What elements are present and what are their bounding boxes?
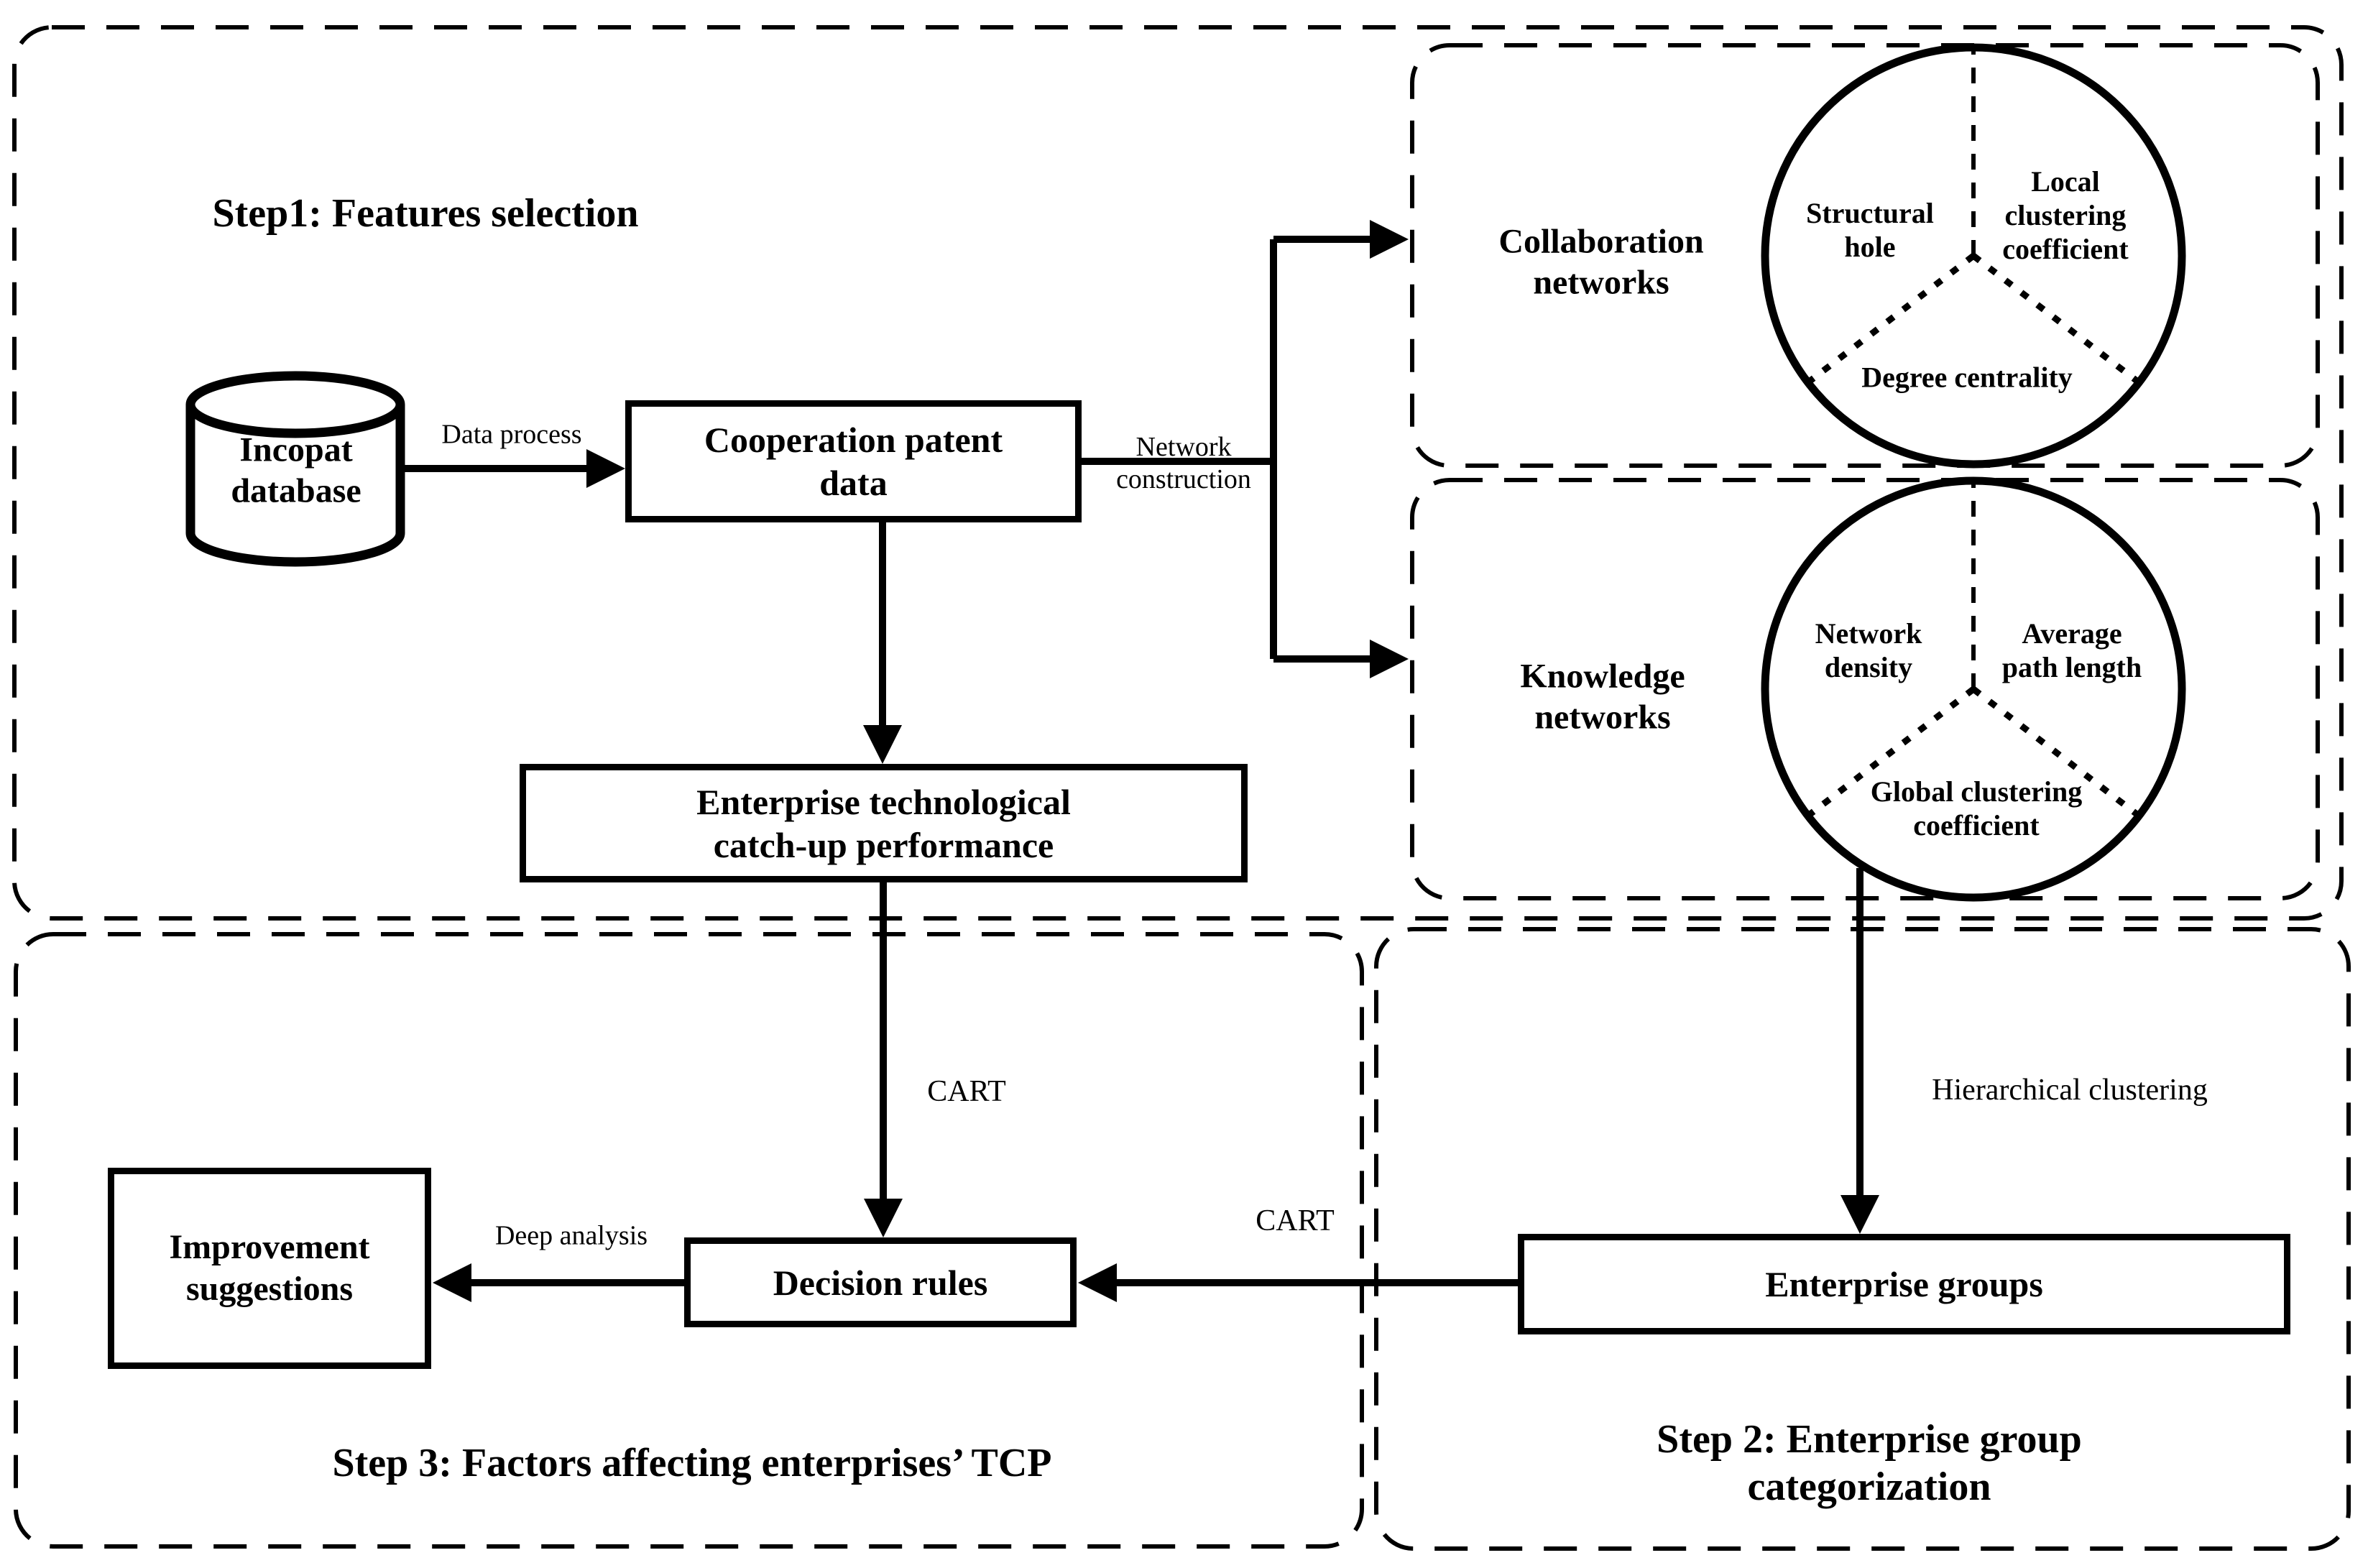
improvement-suggestions-text: Improvement suggestions: [169, 1228, 370, 1308]
cart-vertical-label: CART: [927, 1075, 1006, 1109]
catchup-performance-text: Enterprise technological catch-up perfor…: [696, 781, 1071, 865]
step3-title: Step 3: Factors affecting enterprises’ T…: [332, 1440, 1052, 1485]
decision-rules-box: Decision rules: [684, 1237, 1077, 1327]
arrow-groups-to-decision: [1078, 1263, 1518, 1302]
step1-region-outline: [12, 25, 2344, 921]
data-process-label: Data process: [441, 419, 582, 450]
arrowhead-to-collaboration: [1370, 220, 1409, 259]
arrow-knowledge-to-groups: [1841, 868, 1879, 1234]
improvement-suggestions-box: Improvement suggestions: [108, 1168, 431, 1369]
catchup-performance-box: Enterprise technological catch-up perfor…: [520, 764, 1248, 882]
step2-title: Step 2: Enterprise group categorization: [1657, 1416, 2082, 1509]
average-path-length-label: Average path length: [2001, 617, 2142, 683]
arrow-cooperation-to-catchup: [863, 522, 902, 764]
collaboration-divider-left: [1806, 253, 1976, 385]
database-label: Incopat database: [231, 430, 361, 509]
cooperation-patent-data-box: Cooperation patent data: [625, 400, 1082, 522]
collaboration-networks-label: Collaboration networks: [1498, 222, 1704, 301]
knowledge-region-outline: [1410, 478, 2320, 900]
network-density-label: Network density: [1815, 617, 1922, 683]
knowledge-divider-left: [1806, 686, 1976, 818]
local-clustering-coefficient-label: Local clustering coefficient: [2002, 165, 2129, 266]
enterprise-groups-box: Enterprise groups: [1518, 1234, 2290, 1334]
global-clustering-coefficient-label: Global clustering coefficient: [1870, 775, 2083, 841]
structural-hole-label: Structural hole: [1806, 196, 1934, 263]
enterprise-groups-text: Enterprise groups: [1765, 1264, 2043, 1304]
knowledge-divider-right: [1971, 686, 2141, 818]
database-cylinder: [185, 371, 405, 567]
arrow-database-to-cooperation: [400, 449, 625, 488]
step1-title: Step1: Features selection: [212, 190, 639, 236]
cart-horizontal-label: CART: [1256, 1204, 1335, 1238]
network-construction-label: Network construction: [1116, 432, 1251, 494]
hierarchical-clustering-label: Hierarchical clustering: [1932, 1074, 2208, 1107]
collaboration-divider-right: [1971, 253, 2141, 385]
arrow-decision-to-improvement: [433, 1263, 684, 1302]
deep-analysis-label: Deep analysis: [494, 1220, 648, 1251]
cooperation-patent-data-text: Cooperation patent data: [704, 420, 1003, 503]
degree-centrality-label: Degree centrality: [1861, 361, 2073, 394]
step3-region-outline: [14, 932, 1364, 1549]
arrow-catchup-to-decision: [864, 882, 903, 1237]
decision-rules-text: Decision rules: [773, 1262, 988, 1303]
knowledge-networks-label: Knowledge networks: [1520, 657, 1685, 736]
branch-to-networks: [1082, 220, 1409, 678]
knowledge-circle: [1761, 476, 2186, 902]
collaboration-circle: [1761, 43, 2186, 469]
collaboration-region-outline: [1410, 43, 2320, 468]
arrowhead-to-knowledge: [1370, 640, 1409, 678]
